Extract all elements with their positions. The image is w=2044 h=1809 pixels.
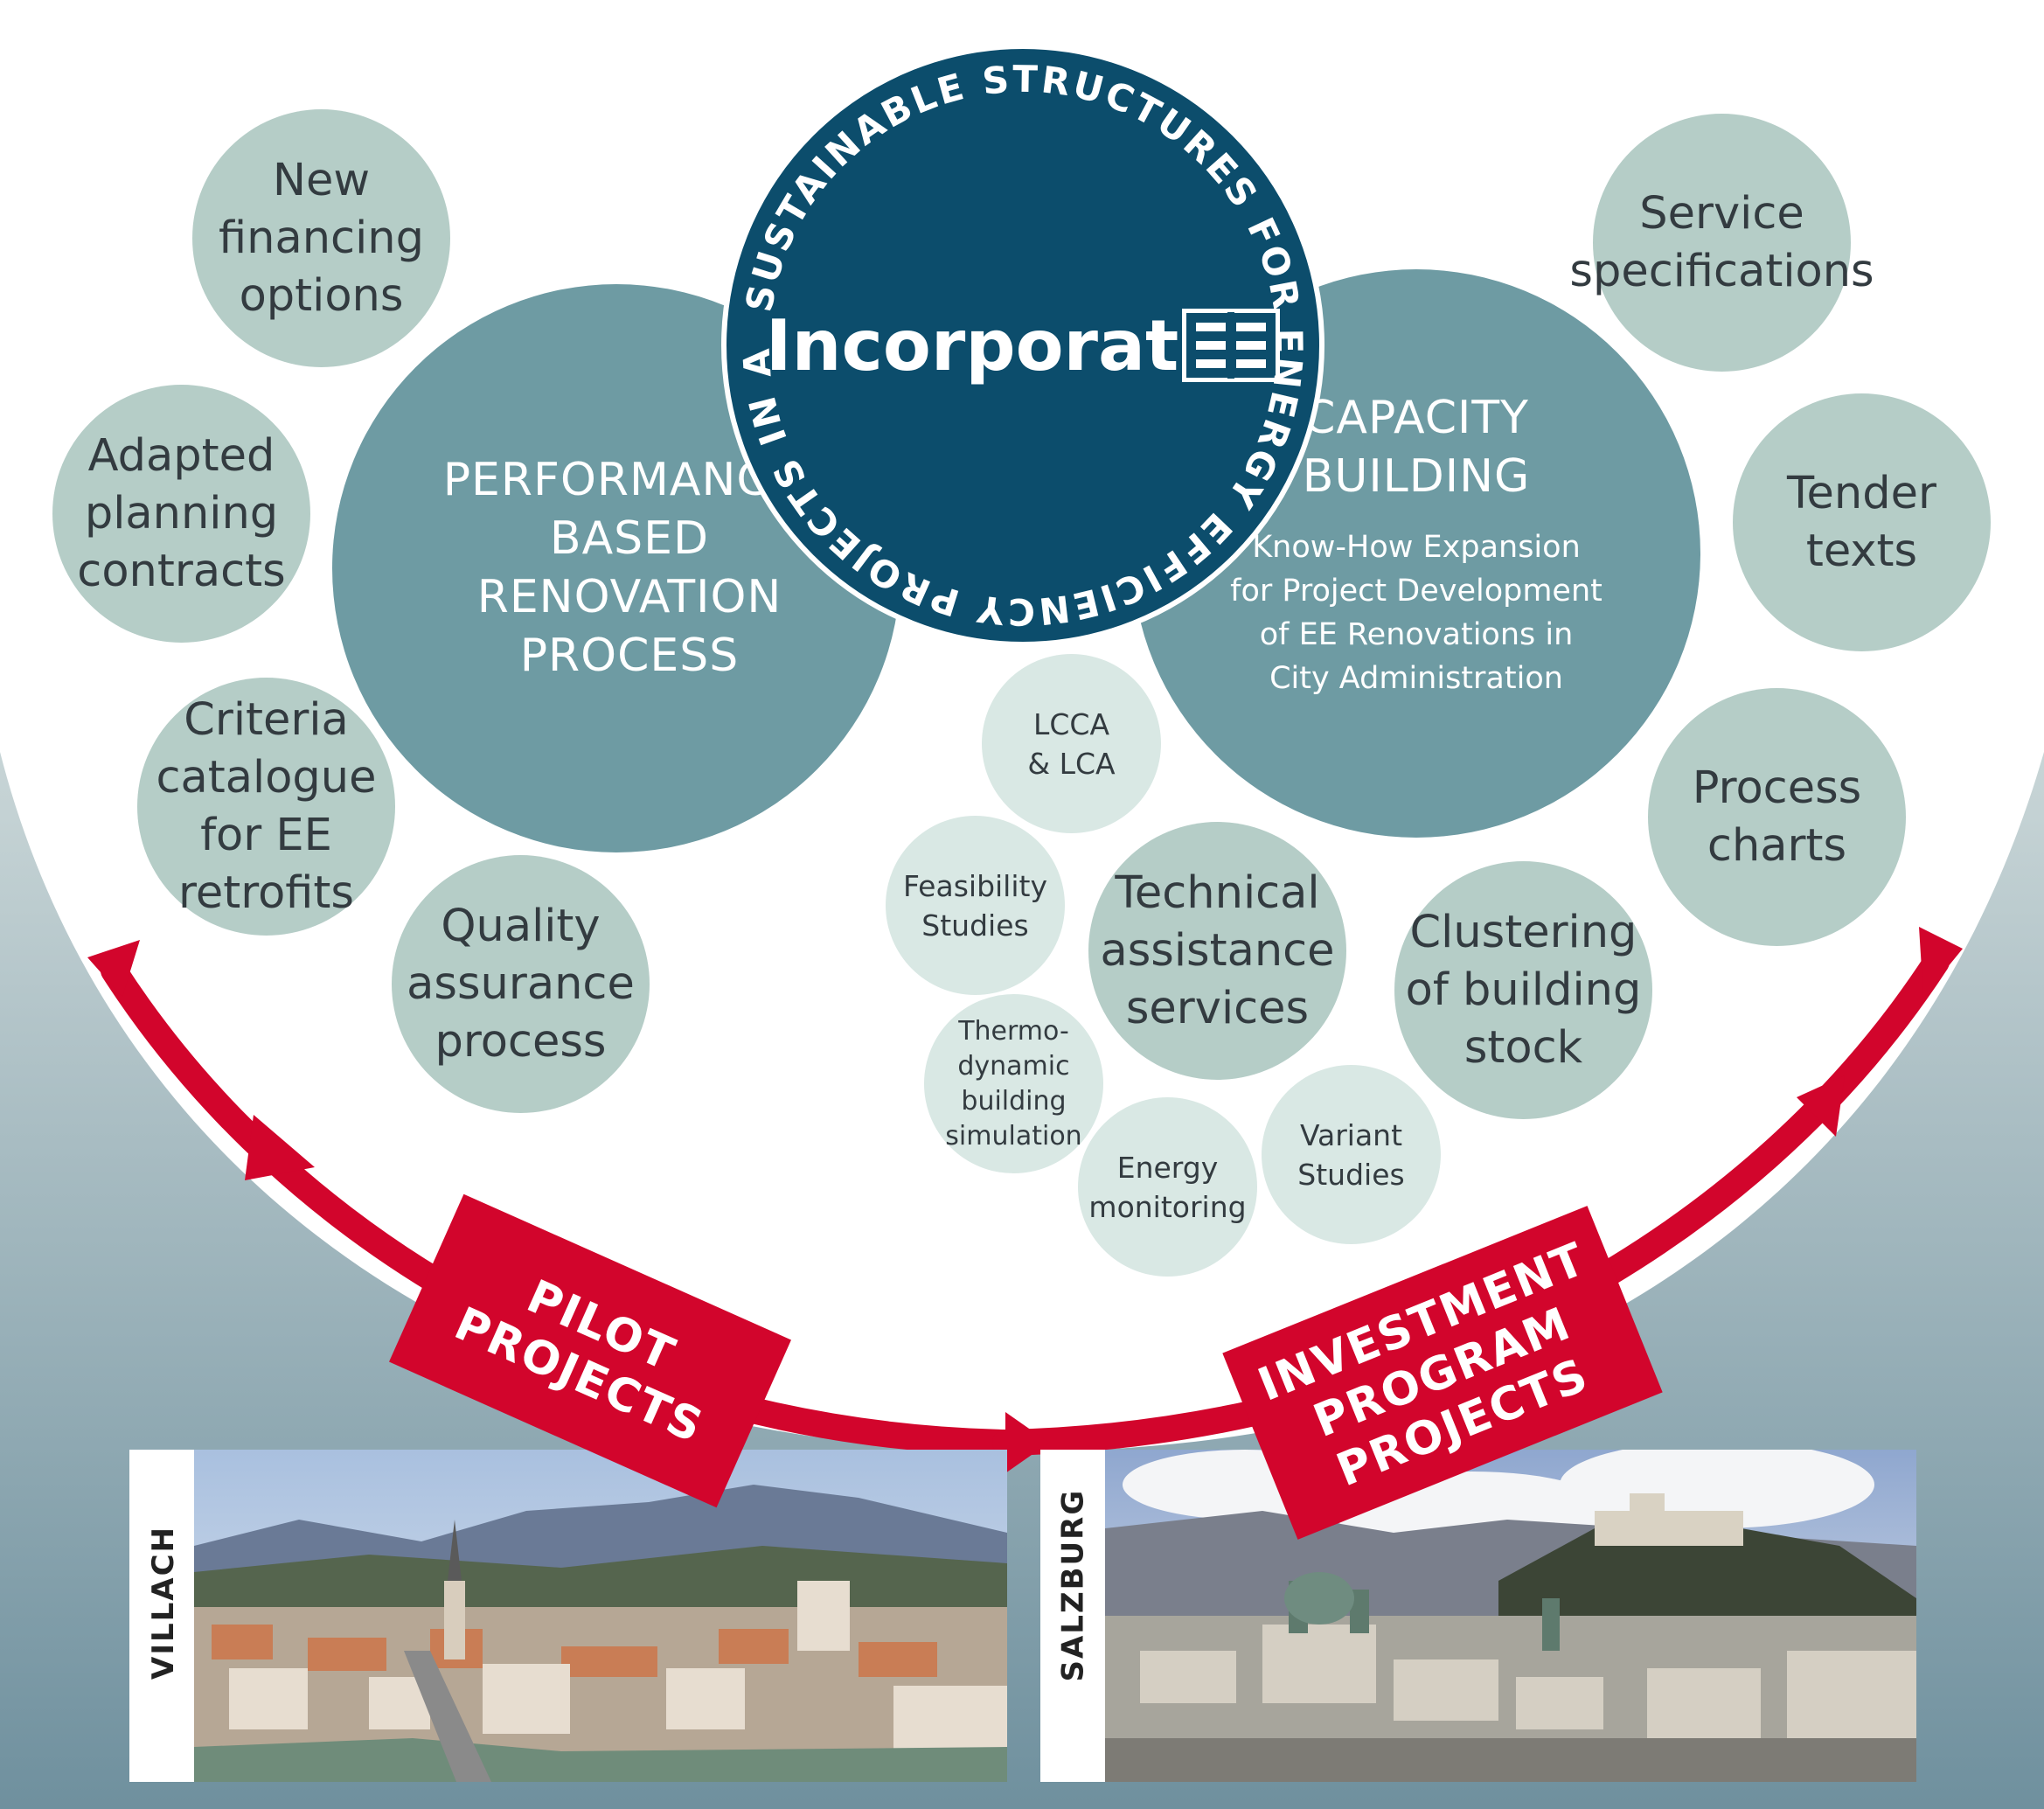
planning-contracts-label: Adapted planning contracts	[77, 428, 285, 601]
quality-assurance-label: Quality assurance process	[407, 898, 635, 1071]
criteria-catalogue-circle: Criteria catalogue for EE retrofits	[137, 678, 395, 936]
quality-assurance-circle: Quality assurance process	[392, 855, 650, 1113]
technical-assistance-label: Technical assistance services	[1100, 865, 1334, 1038]
salzburg-label: SALZBURG	[1056, 1547, 1091, 1682]
planning-contracts-circle: Adapted planning contracts	[52, 385, 310, 643]
logo-ring-text: SUSTAINABLE STRUCTURES FOR ENERGY EFFICI…	[721, 44, 1324, 647]
salzburg-photo	[1105, 1450, 1916, 1782]
lcca-lca-circle: LCCA & LCA	[982, 654, 1161, 833]
feasibility-studies-label: Feasibility Studies	[903, 866, 1047, 945]
process-charts-label: Process charts	[1693, 760, 1861, 875]
variant-studies-label: Variant Studies	[1297, 1116, 1404, 1194]
lcca-lca-label: LCCA & LCA	[1027, 705, 1115, 783]
service-specifications-label: Service specifications	[1569, 185, 1874, 301]
capacity-building-title: CAPACITY BUILDING	[1303, 389, 1531, 506]
financing-options-circle: New financing options	[192, 109, 450, 367]
thermodynamic-simulation-label: Thermo- dynamic building simulation	[945, 1014, 1081, 1154]
energy-monitoring-circle: Energy monitoring	[1078, 1097, 1257, 1277]
incorporatee-logo-circle: SUSTAINABLE STRUCTURES FOR ENERGY EFFICI…	[721, 44, 1324, 647]
energy-monitoring-label: Energy monitoring	[1088, 1148, 1246, 1227]
feasibility-studies-circle: Feasibility Studies	[886, 816, 1065, 995]
thermodynamic-simulation-circle: Thermo- dynamic building simulation	[924, 994, 1103, 1173]
tender-texts-circle: Tender texts	[1733, 393, 1991, 651]
clustering-building-stock-label: Clustering of building stock	[1406, 904, 1642, 1077]
variant-studies-circle: Variant Studies	[1262, 1065, 1441, 1244]
svg-text:SUSTAINABLE STRUCTURES FOR ENE: SUSTAINABLE STRUCTURES FOR ENERGY EFFICI…	[721, 44, 1311, 633]
criteria-catalogue-label: Criteria catalogue for EE retrofits	[156, 692, 377, 922]
financing-options-label: New financing options	[219, 152, 424, 325]
technical-assistance-circle: Technical assistance services	[1088, 822, 1346, 1080]
logo-ring-caption: SUSTAINABLE STRUCTURES FOR ENERGY EFFICI…	[721, 44, 1311, 633]
villach-label: VILLACH	[146, 1548, 181, 1680]
salzburg-cityscape-image	[1105, 1450, 1916, 1782]
clustering-building-stock-circle: Clustering of building stock	[1394, 861, 1652, 1119]
villach-photo	[194, 1450, 1007, 1782]
tender-texts-label: Tender texts	[1787, 465, 1936, 581]
service-specifications-circle: Service specifications	[1593, 114, 1851, 372]
process-charts-circle: Process charts	[1648, 688, 1906, 946]
villach-cityscape-image	[194, 1450, 1007, 1782]
